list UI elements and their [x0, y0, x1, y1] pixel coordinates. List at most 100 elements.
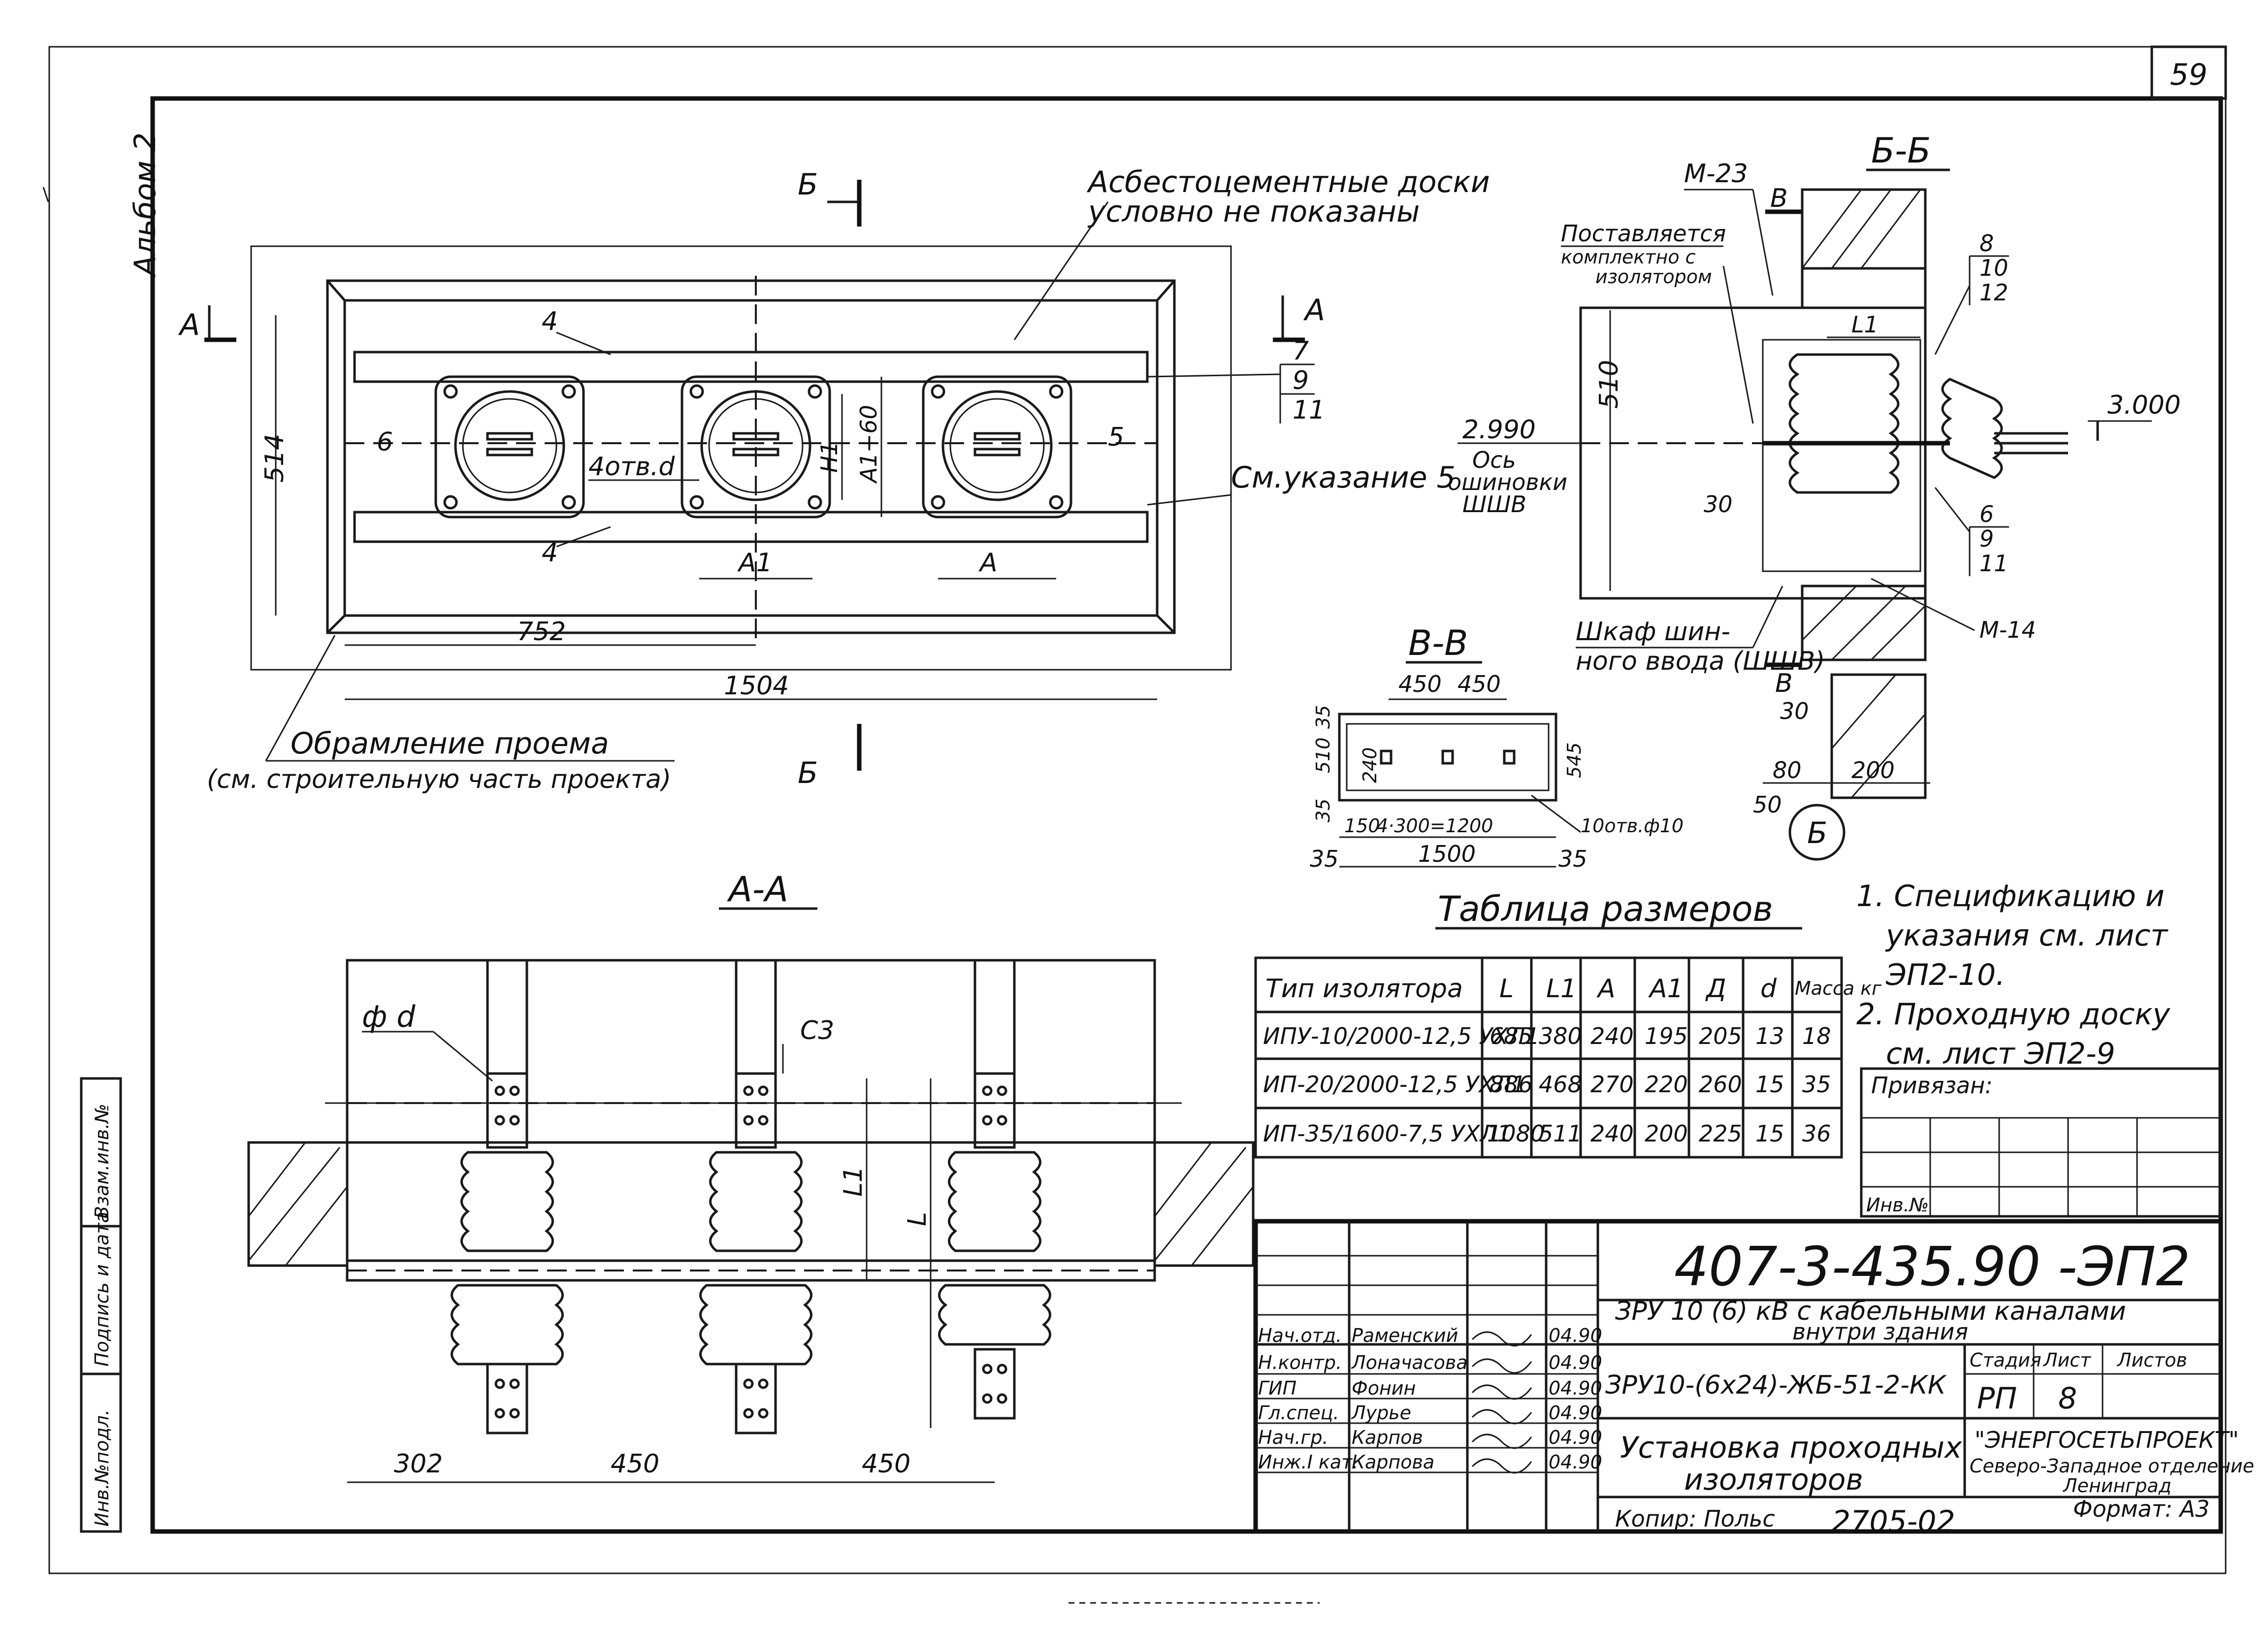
staff-name: Лурье — [1351, 1402, 1411, 1424]
plan-dim-h1: H1 — [816, 441, 842, 473]
bb-dim-50: 50 — [1753, 791, 1782, 818]
table-cell: 36 — [1802, 1120, 1831, 1147]
bb-elev-left: 2.990 — [1462, 415, 1536, 445]
staff-date: 04.90 — [1549, 1325, 1602, 1346]
aa-c3: С3 — [800, 1016, 834, 1045]
plan-mark-5: 5 — [1108, 423, 1124, 452]
side-stamp: Инв.№подл. Подпись и дата Взам.инв.№ — [80, 1077, 122, 1533]
section-vv: В-В 450 450 35 510 240 35 545 150 4·300=… — [1310, 623, 1684, 872]
table-cell: ИП-35/1600-7,5 УХЛ1 — [1263, 1120, 1511, 1147]
staff-row: ГИП Фонин 04.90 — [1258, 1377, 1602, 1400]
vv-dim-510: 510 — [1312, 737, 1334, 773]
note-line-3: ЭП2-10. — [1885, 958, 2005, 992]
plan-dim-a: А — [978, 548, 998, 578]
bb-cabinet-note-1: Шкаф шин- — [1576, 617, 1730, 647]
th-a1: А1 — [1648, 974, 1684, 1004]
bb-dim-l1: L1 — [1851, 311, 1879, 338]
bb-supply-note-3: изолятором — [1595, 266, 1712, 288]
tick-mark — [42, 187, 49, 202]
plan-section-a-right: А — [1303, 293, 1325, 327]
bb-axis-note-3: ШШВ — [1462, 491, 1526, 518]
bb-mark-11: 11 — [1979, 550, 2009, 577]
bb-m14: М-14 — [1979, 617, 2036, 643]
aa-dim-l1: L1 — [839, 1166, 868, 1197]
table-cell: 35 — [1802, 1071, 1831, 1098]
th-type: Тип изолятора — [1265, 974, 1463, 1004]
staff-row: Нач.отд. Раменский 04.90 — [1258, 1325, 1602, 1347]
aa-insulator-2 — [699, 959, 812, 1434]
aa-dim-l: L — [903, 1212, 932, 1226]
staff-date: 04.90 — [1549, 1402, 1602, 1424]
plan-section-b-top: Б — [798, 167, 818, 202]
aa-phi-d: ф d — [362, 1000, 416, 1034]
bb-mark-9: 9 — [1979, 525, 1994, 552]
bb-dim-80: 80 — [1773, 757, 1802, 783]
section-aa: А-А — [247, 869, 1255, 1483]
table-cell: 685 — [1490, 1023, 1533, 1049]
staff-name: Раменский — [1352, 1325, 1458, 1346]
sheet-value: 8 — [2058, 1381, 2077, 1416]
vv-dim-1500: 1500 — [1418, 841, 1476, 867]
plan-dim-a1: А1 — [737, 548, 773, 578]
insulator-plan-3 — [922, 375, 1072, 519]
sheet-header: Лист — [2042, 1349, 2092, 1371]
plan-dim-752: 752 — [517, 617, 566, 647]
note-line-4: 2. Проходную доску — [1856, 997, 2171, 1032]
plan-dim-514: 514 — [260, 434, 290, 483]
bb-m23: М-23 — [1684, 159, 1748, 189]
bb-supply-note-1: Поставляется — [1561, 220, 1726, 247]
doc-code: 407-3-435.90 -ЭП2 — [1674, 1235, 2190, 1298]
aa-title: А-А — [727, 869, 788, 910]
page-number: 59 — [2170, 58, 2207, 92]
plan-ref-note: См.указание 5 — [1231, 460, 1456, 495]
bb-dim-30: 30 — [1704, 491, 1733, 518]
table-row: ИП-20/2000-12,5 УХЛ1 886 468 270 220 260… — [1263, 1071, 1831, 1098]
table-cell: 15 — [1755, 1120, 1784, 1147]
bb-axis-note-2: ошиновки — [1448, 469, 1567, 495]
plan-mark-7: 7 — [1293, 336, 1309, 366]
staff-role: Н.контр. — [1258, 1352, 1342, 1373]
album-label: Альбом 2 — [128, 132, 162, 278]
table-cell: 260 — [1699, 1071, 1742, 1098]
size-table-title: Таблица размеров — [1438, 889, 1773, 929]
vv-title: В-В — [1408, 623, 1468, 663]
th-d-big: Д — [1705, 974, 1726, 1004]
staff-name: Карпов — [1352, 1427, 1423, 1448]
note-line-2: указания см. лист — [1885, 918, 2169, 953]
table-cell: 225 — [1699, 1120, 1742, 1147]
th-l1: L1 — [1546, 974, 1577, 1004]
bb-dim-200: 200 — [1851, 757, 1895, 783]
plan-mark-6: 6 — [377, 427, 393, 457]
plan-section-b-bottom: Б — [798, 756, 818, 790]
table-cell: 13 — [1755, 1023, 1784, 1049]
staff-name: Карпова — [1352, 1451, 1434, 1473]
staff-date: 04.90 — [1549, 1377, 1602, 1399]
table-cell: 240 — [1590, 1023, 1634, 1049]
binding-label: Привязан: — [1871, 1072, 1993, 1099]
table-cell: 380 — [1539, 1023, 1582, 1049]
bb-cabinet-note-2: ного ввода (ШШВ) — [1576, 647, 1825, 676]
vv-dim-35d: 35 — [1558, 846, 1588, 872]
bb-elev-right: 3.000 — [2107, 391, 2181, 420]
plan-frame-note-1: Обрамление проема — [291, 726, 609, 761]
aa-dim-450b: 450 — [862, 1449, 910, 1479]
footer-format: Формат: А3 — [2073, 1496, 2209, 1522]
staff-date: 04.90 — [1549, 1352, 1602, 1373]
staff-role: ГИП — [1258, 1377, 1296, 1399]
bb-b-mark-top: В — [1770, 184, 1788, 213]
table-cell: 18 — [1802, 1023, 1831, 1049]
project-line-2: внутри здания — [1792, 1318, 1968, 1345]
plan-frame-note-2: (см. строительную часть проекта) — [207, 765, 671, 794]
table-cell: 15 — [1755, 1071, 1784, 1098]
variant-code: ЗРУ10-(6х24)-ЖБ-51-2-КК — [1605, 1370, 1947, 1400]
drawing-title-1: Установка проходных — [1620, 1431, 1962, 1465]
plan-mark-4-top: 4 — [542, 307, 558, 336]
footer-number: 2705-02 — [1832, 1504, 1955, 1539]
bb-supply-note-2: комплектно с — [1561, 246, 1696, 268]
footer-copier: Копир: Польс — [1615, 1505, 1775, 1532]
table-cell: ИПУ-10/2000-12,5 УХЛ1 — [1263, 1023, 1540, 1049]
vv-dim-span: 4·300=1200 — [1376, 815, 1493, 837]
staff-row: Инж.I кат. Карпова 04.90 — [1258, 1451, 1602, 1474]
bb-mark-12: 12 — [1979, 279, 2009, 306]
plan-section-a-left: А — [178, 308, 200, 342]
